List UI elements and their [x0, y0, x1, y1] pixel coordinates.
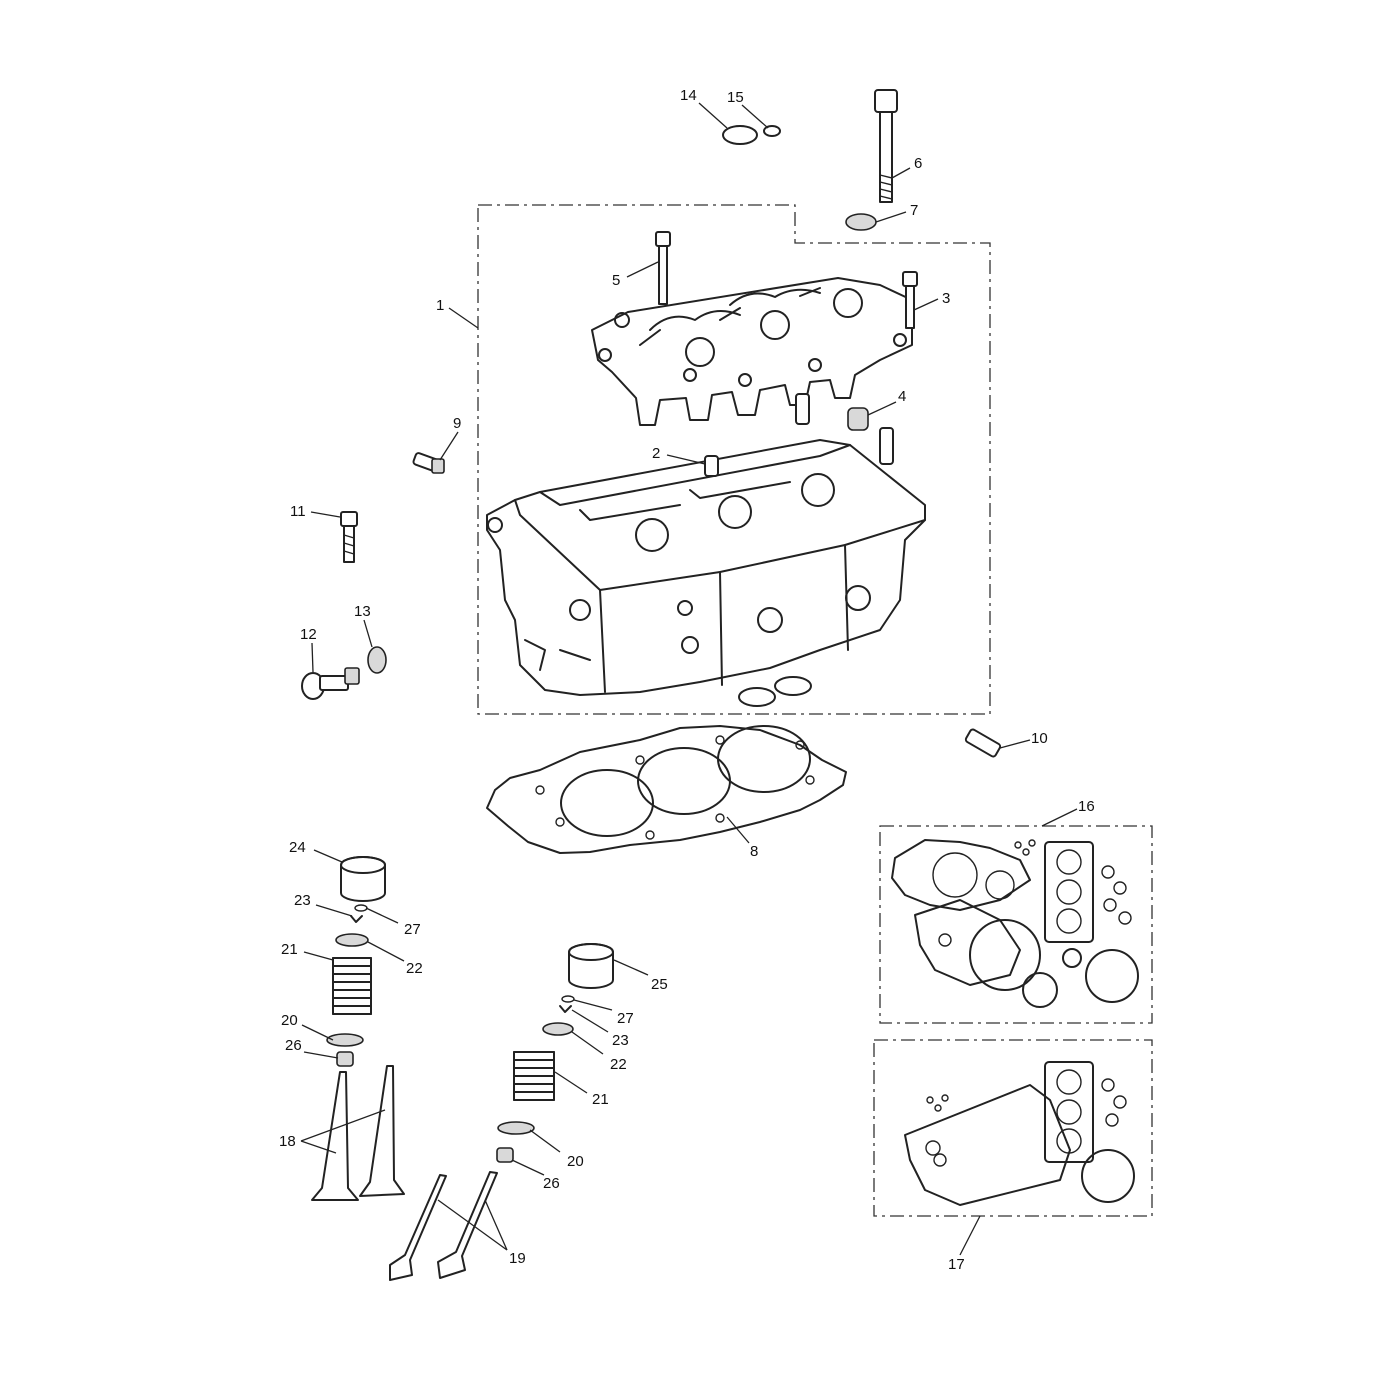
callout-21b: 21	[592, 1091, 609, 1108]
leader-lines	[300, 102, 1078, 1256]
o-ring-large	[722, 125, 758, 145]
gasket-kit-17	[873, 1039, 1153, 1217]
stud-10	[964, 728, 1002, 758]
callout-7: 7	[910, 202, 918, 219]
callout-25: 25	[651, 976, 668, 993]
cover-bolt-5	[655, 231, 671, 305]
callout-27b: 27	[617, 1010, 634, 1027]
callout-labels: 1 2 3 4 5 6 7 8 9 10 11 12 13 14 15 16 1…	[279, 87, 1095, 1273]
dowel-pin-2	[795, 393, 810, 425]
cam-carrier-cover	[591, 277, 913, 426]
callout-12: 12	[300, 626, 317, 643]
callout-23b: 23	[612, 1032, 629, 1049]
gasket-kit-16	[879, 825, 1153, 1024]
valve-train-right	[389, 943, 614, 1281]
washer-13	[367, 646, 387, 674]
cover-bolt-3	[902, 271, 918, 329]
callout-21a: 21	[281, 941, 298, 958]
callout-24: 24	[289, 839, 306, 856]
valve-train-left	[311, 856, 405, 1201]
callout-20a: 20	[281, 1012, 298, 1029]
callout-18: 18	[279, 1133, 296, 1150]
callout-17: 17	[948, 1256, 965, 1273]
callout-10: 10	[1031, 730, 1048, 747]
callout-27a: 27	[404, 921, 421, 938]
callout-16: 16	[1078, 798, 1095, 815]
callout-23a: 23	[294, 892, 311, 909]
callout-3: 3	[942, 290, 950, 307]
callout-8: 8	[750, 843, 758, 860]
fitting-9	[412, 452, 445, 474]
assembly-boundary-1	[477, 204, 991, 715]
callout-26a: 26	[285, 1037, 302, 1054]
dowel-pin	[704, 455, 719, 477]
washer	[845, 213, 877, 231]
callout-1: 1	[436, 297, 444, 314]
callout-15: 15	[727, 89, 744, 106]
cylinder-head	[486, 439, 926, 707]
callout-22b: 22	[610, 1056, 627, 1073]
o-ring-small	[763, 125, 781, 137]
callout-2: 2	[652, 445, 660, 462]
dowel-pin-3	[879, 427, 894, 465]
callout-20b: 20	[567, 1153, 584, 1170]
callout-11: 11	[290, 503, 306, 520]
callout-14: 14	[680, 87, 697, 104]
banjo-bolt-12	[301, 667, 360, 700]
head-gasket	[486, 725, 847, 854]
bolt-11	[340, 511, 358, 563]
head-bolt-long	[874, 89, 898, 203]
callout-13: 13	[354, 603, 371, 620]
callout-19: 19	[509, 1250, 526, 1267]
callout-22a: 22	[406, 960, 423, 977]
callout-5: 5	[612, 272, 620, 289]
callout-6: 6	[914, 155, 922, 172]
callout-9: 9	[453, 415, 461, 432]
callout-4: 4	[898, 388, 906, 405]
callout-26b: 26	[543, 1175, 560, 1192]
plug-seal	[847, 407, 869, 431]
